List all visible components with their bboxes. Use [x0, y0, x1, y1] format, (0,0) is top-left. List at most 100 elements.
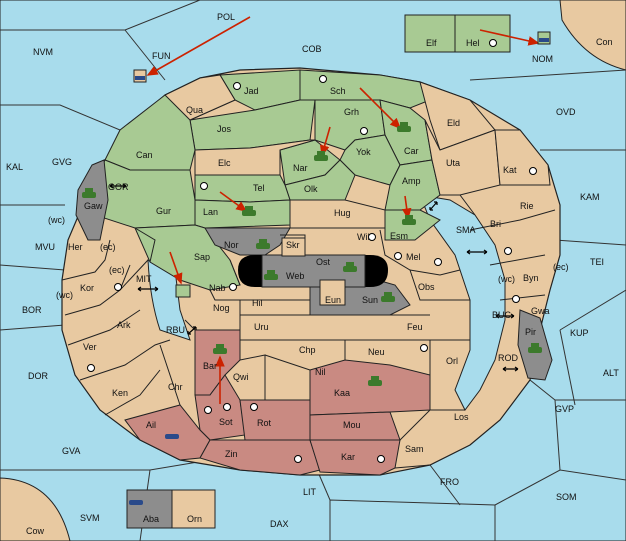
- green-territories: [84, 69, 441, 291]
- label-wc2: (wc): [56, 290, 73, 300]
- label-cob: COB: [302, 44, 322, 54]
- army-green-esm[interactable]: [402, 215, 416, 225]
- army-green-web[interactable]: [264, 270, 278, 280]
- region-orn[interactable]: [171, 489, 216, 529]
- label-chr: Chr: [168, 382, 183, 392]
- label-kor: Kor: [80, 283, 94, 293]
- label-byn: Byn: [523, 273, 539, 283]
- label-ken: Ken: [112, 388, 128, 398]
- label-jad: Jad: [244, 86, 259, 96]
- fleet-blue-fun[interactable]: [133, 69, 147, 83]
- label-ovd: OVD: [556, 107, 576, 117]
- label-car: Car: [404, 146, 419, 156]
- region-elc[interactable]: [194, 139, 316, 176]
- region-hug[interactable]: [289, 199, 386, 229]
- label-nil: Nil: [315, 367, 326, 377]
- label-los: Los: [454, 412, 469, 422]
- army-green-lan[interactable]: [242, 206, 256, 216]
- label-feu: Feu: [407, 322, 423, 332]
- label-orl: Orl: [446, 356, 458, 366]
- label-elf: Elf: [426, 38, 437, 48]
- label-nar: Nar: [293, 163, 308, 173]
- label-elc: Elc: [218, 158, 231, 168]
- label-olk: Olk: [304, 184, 318, 194]
- red-territories: [124, 329, 431, 476]
- label-grh: Grh: [344, 107, 359, 117]
- label-tel: Tel: [253, 183, 265, 193]
- unit-box-mit[interactable]: [175, 284, 191, 298]
- order-arrows: [146, 16, 540, 404]
- label-bor: BOR: [22, 305, 42, 315]
- army-green-kaa[interactable]: [368, 376, 382, 386]
- label-sot: Sot: [219, 417, 233, 427]
- region-qua[interactable]: [164, 74, 236, 121]
- label-ost: Ost: [316, 257, 331, 267]
- label-rbu: RBU: [166, 325, 185, 335]
- label-cow: Cow: [26, 526, 45, 536]
- label-rie: Rie: [520, 201, 534, 211]
- label-kat: Kat: [503, 165, 517, 175]
- supply-centers: [87, 39, 537, 463]
- label-gor: GOR: [108, 182, 129, 192]
- label-mel: Mel: [406, 252, 421, 262]
- army-green-ost[interactable]: [343, 262, 357, 272]
- label-dax: DAX: [270, 519, 289, 529]
- label-buc: BUC: [492, 310, 512, 320]
- army-green-bar[interactable]: [213, 344, 227, 354]
- label-aba: Aba: [143, 514, 159, 524]
- region-tel[interactable]: [194, 174, 291, 203]
- label-bar: Bar: [203, 361, 217, 371]
- label-tei: TEI: [590, 257, 604, 267]
- label-rod: ROD: [498, 353, 519, 363]
- label-rot: Rot: [257, 418, 272, 428]
- label-esm: Esm: [390, 231, 408, 241]
- fleet-blue-ail[interactable]: [165, 434, 179, 439]
- label-gur: Gur: [156, 206, 171, 216]
- label-eun: Eun: [325, 295, 341, 305]
- label-nvm: NVM: [33, 47, 53, 57]
- label-sma: SMA: [456, 225, 476, 235]
- label-sam: Sam: [405, 444, 424, 454]
- label-fun: FUN: [152, 51, 171, 61]
- region-ost-web[interactable]: [261, 254, 366, 288]
- fleet-blue-nom[interactable]: [537, 31, 551, 45]
- region-uta[interactable]: [424, 119, 501, 196]
- region-gaw[interactable]: [75, 159, 109, 241]
- army-green-nor[interactable]: [256, 239, 270, 249]
- label-gaw: Gaw: [84, 201, 103, 211]
- label-hil: Hil: [252, 298, 263, 308]
- units: [82, 31, 551, 505]
- label-alt: ALT: [603, 368, 619, 378]
- region-eun[interactable]: [319, 279, 346, 306]
- label-mvu: MVU: [35, 242, 55, 252]
- army-green-sun[interactable]: [381, 292, 395, 302]
- label-gwa: Gwa: [531, 306, 550, 316]
- label-obs: Obs: [418, 282, 435, 292]
- army-green-pir[interactable]: [528, 343, 542, 353]
- label-yok: Yok: [356, 147, 371, 157]
- label-sun: Sun: [362, 295, 378, 305]
- label-hel: Hel: [466, 38, 480, 48]
- label-ec2: (ec): [109, 265, 125, 275]
- label-mit: MIT: [136, 274, 152, 284]
- army-green-gaw[interactable]: [82, 188, 96, 198]
- army-green-car[interactable]: [397, 122, 411, 132]
- sea-labels: POL NVM COB FUN NOM Con OVD KAL GVG GOR …: [6, 12, 619, 536]
- label-fro: FRO: [440, 477, 459, 487]
- label-qwi: Qwi: [233, 372, 249, 382]
- label-kaa: Kaa: [334, 388, 350, 398]
- label-ark: Ark: [117, 320, 131, 330]
- label-qua: Qua: [186, 105, 203, 115]
- region-elf-hel[interactable]: [404, 14, 511, 53]
- label-gvp: GVP: [555, 404, 574, 414]
- label-kal: KAL: [6, 162, 23, 172]
- label-kam: KAM: [580, 192, 600, 202]
- region-kar[interactable]: [309, 439, 401, 476]
- army-green-nar[interactable]: [314, 151, 328, 161]
- fleet-blue-aba[interactable]: [129, 500, 143, 505]
- region-skr[interactable]: [281, 237, 306, 257]
- label-kar: Kar: [341, 452, 355, 462]
- label-ver: Ver: [83, 342, 97, 352]
- label-ec1: (ec): [100, 242, 116, 252]
